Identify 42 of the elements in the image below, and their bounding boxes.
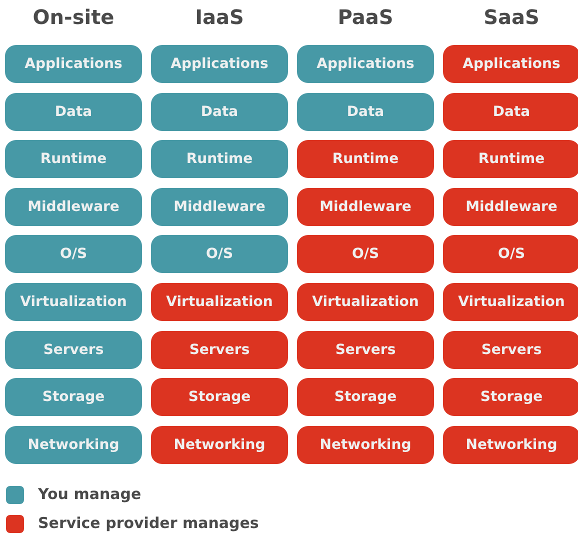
layer-box: Networking bbox=[297, 426, 434, 464]
layer-box: Applications bbox=[443, 45, 578, 83]
layer-box: Applications bbox=[297, 45, 434, 83]
layer-box: Virtualization bbox=[297, 283, 434, 321]
column-header: SaaS bbox=[482, 5, 540, 29]
layer-box: Virtualization bbox=[443, 283, 578, 321]
layer-box: Runtime bbox=[443, 140, 578, 178]
layer-box: O/S bbox=[443, 235, 578, 273]
layer-box: Virtualization bbox=[151, 283, 288, 321]
layer-box: Virtualization bbox=[5, 283, 142, 321]
legend-label: Service provider manages bbox=[38, 514, 259, 532]
layer-box: Servers bbox=[151, 331, 288, 369]
layer-box: Data bbox=[443, 93, 578, 131]
layer-box: Applications bbox=[151, 45, 288, 83]
layer-box: Servers bbox=[297, 331, 434, 369]
layer-box: Networking bbox=[443, 426, 578, 464]
layer-box: O/S bbox=[297, 235, 434, 273]
layer-box: Storage bbox=[5, 378, 142, 416]
layer-box: Storage bbox=[443, 378, 578, 416]
layer-box: Applications bbox=[5, 45, 142, 83]
layer-box: Middleware bbox=[297, 188, 434, 226]
layer-box: Runtime bbox=[151, 140, 288, 178]
layer-box: Data bbox=[151, 93, 288, 131]
layer-box: Servers bbox=[5, 331, 142, 369]
layer-box: O/S bbox=[5, 235, 142, 273]
layer-box: Middleware bbox=[5, 188, 142, 226]
layer-box: Storage bbox=[297, 378, 434, 416]
column-header: IaaS bbox=[194, 5, 245, 29]
column-header: PaaS bbox=[336, 5, 394, 29]
layer-box: Middleware bbox=[151, 188, 288, 226]
layer-box: Data bbox=[5, 93, 142, 131]
layer-box: Networking bbox=[151, 426, 288, 464]
legend-label: You manage bbox=[38, 485, 142, 503]
layer-box: Runtime bbox=[5, 140, 142, 178]
layer-box: Servers bbox=[443, 331, 578, 369]
layer-box: Runtime bbox=[297, 140, 434, 178]
layer-box: Networking bbox=[5, 426, 142, 464]
layer-box: Data bbox=[297, 93, 434, 131]
layer-box: Storage bbox=[151, 378, 288, 416]
layer-box: O/S bbox=[151, 235, 288, 273]
layer-box: Middleware bbox=[443, 188, 578, 226]
column-header: On-site bbox=[32, 5, 116, 29]
